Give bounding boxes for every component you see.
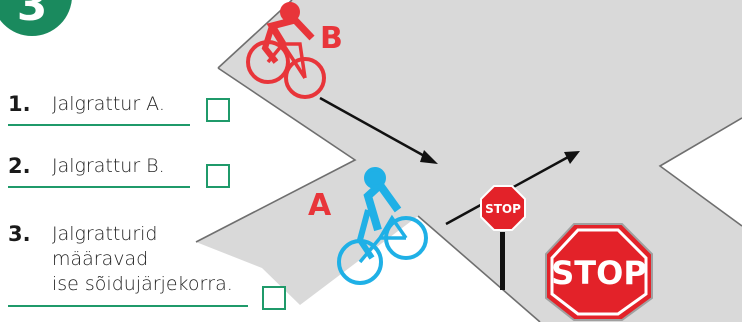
option-3-underline [8, 305, 248, 307]
option-1-checkbox[interactable] [206, 98, 230, 122]
option-1-label: Jalgrattur A. [52, 92, 165, 117]
cyclist-b-label: B [320, 21, 343, 56]
option-1-underline [8, 124, 190, 126]
cyclist-a-label: A [308, 188, 332, 223]
option-2-checkbox[interactable] [206, 164, 230, 188]
option-3-label: Jalgratturid määravad ise sõidujärjekorr… [52, 222, 233, 297]
option-2-label: Jalgrattur B. [52, 154, 165, 179]
stop-sign-large-text: STOP [551, 254, 647, 292]
option-2-underline [8, 186, 190, 188]
option-3-line-1: Jalgratturid [52, 222, 233, 247]
option-1-number: 1. [8, 92, 31, 116]
question-number: 3 [17, 0, 48, 31]
stop-sign-large: STOP [546, 224, 652, 320]
question-badge: 3 [0, 0, 72, 36]
option-3-number: 3. [8, 222, 31, 246]
option-3-line-2: määravad [52, 247, 233, 272]
option-2-number: 2. [8, 154, 31, 178]
option-3-line-3: ise sõidujärjekorra. [52, 272, 233, 297]
option-3-checkbox[interactable] [262, 286, 286, 310]
stop-sign-small-text: STOP [485, 202, 521, 216]
